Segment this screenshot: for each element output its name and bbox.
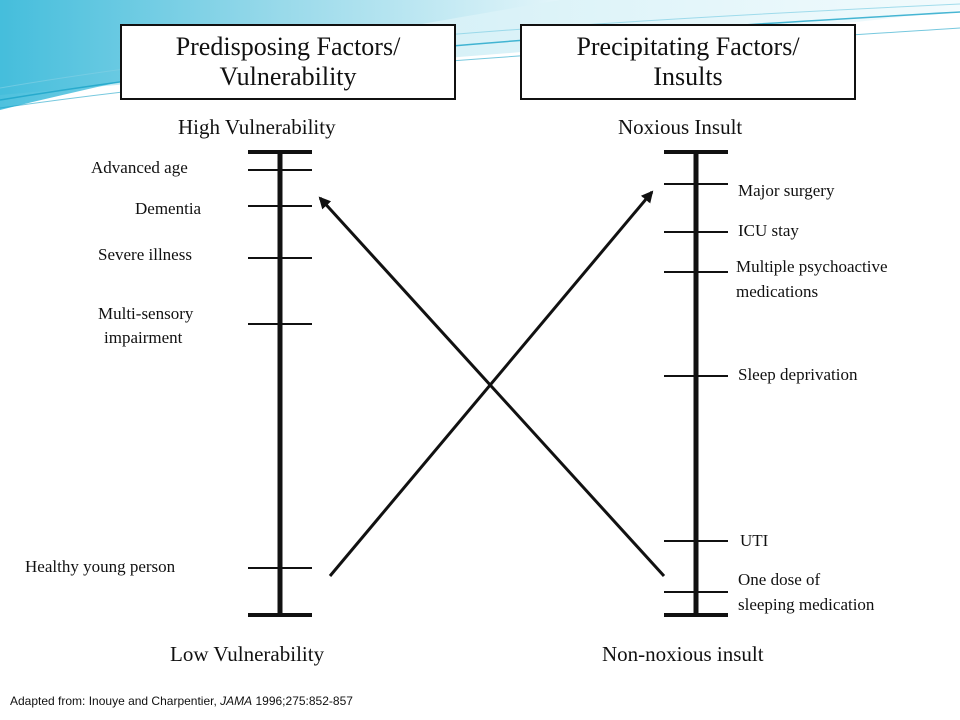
insult-major-surgery: Major surgery — [738, 181, 835, 200]
insult-psychoactive-line2: medications — [736, 282, 819, 301]
predisposing-header-line1: Predisposing Factors/ — [175, 32, 401, 61]
low-vulnerability-label: Low Vulnerability — [170, 642, 325, 666]
insult-uti: UTI — [740, 531, 769, 550]
factor-dementia: Dementia — [135, 199, 202, 218]
factor-multi-sensory-line1: Multi-sensory — [98, 304, 194, 323]
insult-icu-stay: ICU stay — [738, 221, 799, 240]
noxious-insult-label: Noxious Insult — [618, 115, 743, 139]
factor-severe-illness: Severe illness — [98, 245, 192, 264]
precipitating-factors-header: Precipitating Factors/ Insults — [520, 24, 856, 100]
non-noxious-insult-label: Non-noxious insult — [602, 642, 764, 666]
precipitating-header-line1: Precipitating Factors/ — [576, 32, 800, 61]
factor-multi-sensory-line2: impairment — [104, 328, 183, 347]
citation-footnote: Adapted from: Inouye and Charpentier, JA… — [10, 694, 353, 708]
factor-advanced-age: Advanced age — [91, 158, 188, 177]
predisposing-header-line2: Vulnerability — [219, 62, 357, 91]
predisposing-factors-header: Predisposing Factors/ Vulnerability — [120, 24, 456, 100]
citation-journal: JAMA — [220, 694, 253, 708]
insult-sleep-deprivation: Sleep deprivation — [738, 365, 858, 384]
citation-suffix: 1996;275:852-857 — [252, 694, 353, 708]
precipitating-header-line2: Insults — [653, 62, 723, 91]
insult-one-dose-line1: One dose of — [738, 570, 821, 589]
factor-healthy-young-person: Healthy young person — [25, 557, 176, 576]
insult-psychoactive-line1: Multiple psychoactive — [736, 257, 888, 276]
insult-one-dose-line2: sleeping medication — [738, 595, 875, 614]
arrow-non-noxious-to-vulnerable — [318, 196, 666, 578]
citation-prefix: Adapted from: Inouye and Charpentier, — [10, 694, 221, 708]
high-vulnerability-label: High Vulnerability — [178, 115, 336, 139]
